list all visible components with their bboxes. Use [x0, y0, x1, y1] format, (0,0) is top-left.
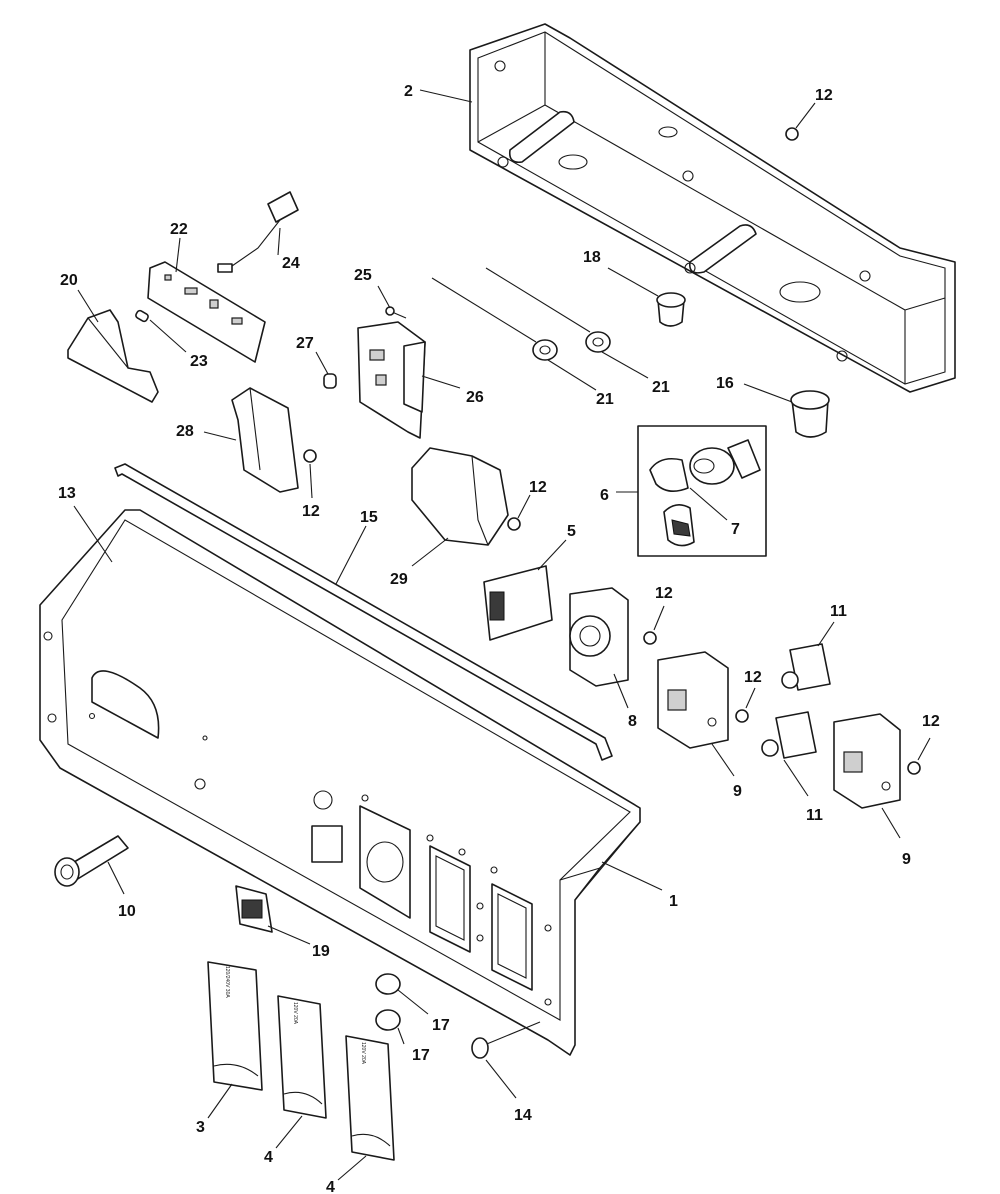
callout-22: 22 [170, 221, 188, 238]
callout-17a: 17 [432, 1017, 450, 1034]
callout-13: 13 [58, 485, 76, 502]
callout-7: 7 [731, 521, 740, 538]
callout-25: 25 [354, 267, 372, 284]
cover-label-2: 120V 20A [292, 1002, 298, 1025]
callout-21a: 21 [596, 391, 614, 408]
callout-8: 8 [628, 713, 637, 730]
leader-lines [73, 89, 931, 1181]
callout-17b: 17 [412, 1047, 430, 1064]
callout-28: 28 [176, 423, 194, 440]
callout-12f: 12 [922, 713, 940, 730]
callout-2: 2 [404, 83, 413, 100]
part-9-gfci-outlet-upper [657, 651, 729, 749]
callout-27: 27 [296, 335, 314, 352]
part-16-plug [790, 390, 830, 438]
callout-4b: 4 [326, 1179, 335, 1194]
callout-12d: 12 [655, 585, 673, 602]
callout-1: 1 [669, 893, 678, 910]
part-6-key-switch-inset [637, 425, 767, 557]
part-1-control-panel [39, 509, 641, 1056]
callout-6: 6 [600, 487, 609, 504]
callout-12b: 12 [302, 503, 320, 520]
callout-21b: 21 [652, 379, 670, 396]
part-18-plug [656, 292, 686, 327]
part-26-module-board [357, 321, 426, 439]
part-4-cover-lower: 120V 20A [345, 1035, 395, 1161]
part-21-grommets [431, 267, 611, 361]
part-2-control-box [469, 23, 956, 393]
callout-labels: 1 2 3 4 4 5 6 7 8 9 9 10 11 11 12 12 12 … [58, 83, 940, 1194]
callout-11a: 11 [830, 603, 847, 620]
cover-label-3: 120V 20A [360, 1042, 366, 1065]
callout-15: 15 [360, 509, 378, 526]
part-24-wire-harness [217, 191, 299, 273]
part-12-nuts [303, 127, 921, 775]
part-14-screw [471, 1021, 541, 1059]
part-17-buttons [375, 973, 401, 1031]
callout-11b: 11 [806, 807, 823, 824]
callout-12c: 12 [529, 479, 547, 496]
part-3-cover: 120/240V 30A [207, 961, 263, 1091]
callout-12e: 12 [744, 669, 762, 686]
callout-10: 10 [118, 903, 136, 920]
part-11-breaker-upper [781, 643, 831, 691]
part-15-gasket [114, 463, 613, 761]
part-10-knob [54, 835, 129, 887]
part-27-plug [323, 373, 337, 389]
part-9-gfci-outlet-lower [833, 713, 901, 809]
callout-18: 18 [583, 249, 601, 266]
callout-9a: 9 [733, 783, 742, 800]
part-22-circuit-board [147, 261, 266, 363]
part-8-twist-lock-outlet [569, 587, 629, 687]
part-4-cover-upper: 120V 20A [277, 995, 327, 1119]
part-23-pin [135, 309, 149, 323]
part-11-breaker-lower [761, 711, 817, 759]
callout-16: 16 [716, 375, 734, 392]
callout-20: 20 [60, 272, 78, 289]
callout-9b: 9 [902, 851, 911, 868]
part-19-switch [235, 885, 273, 933]
callout-3: 3 [196, 1119, 205, 1136]
callout-5: 5 [567, 523, 576, 540]
part-29-switch [411, 447, 509, 546]
callout-12a: 12 [815, 87, 833, 104]
callout-23: 23 [190, 353, 208, 370]
cover-label-1: 120/240V 30A [224, 966, 230, 998]
callout-4a: 4 [264, 1149, 273, 1166]
part-28-mount [231, 387, 299, 493]
callout-14: 14 [514, 1107, 532, 1124]
callout-29: 29 [390, 571, 408, 588]
callout-26: 26 [466, 389, 484, 406]
callout-19: 19 [312, 943, 330, 960]
part-20-bracket [67, 309, 159, 403]
callout-24: 24 [282, 255, 300, 272]
part-5-rocker-switch [483, 565, 553, 641]
part-25-screw [385, 306, 407, 319]
